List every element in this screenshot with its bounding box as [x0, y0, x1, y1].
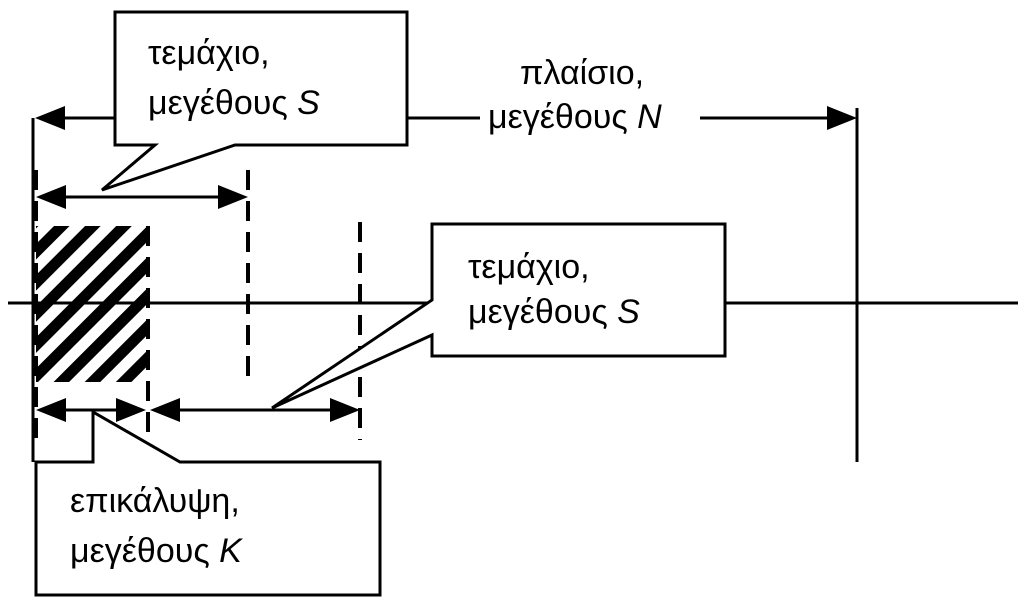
overlap-label-line1: επικάλυψη, — [70, 482, 240, 520]
overlap-hatched-region — [36, 226, 146, 382]
frame-label: πλαίσιο, μεγέθους N — [480, 48, 700, 148]
segment-right-label-line1: τεμάχιο, — [468, 248, 590, 286]
overlap-label-line2: μεγέθους K — [70, 532, 243, 570]
frame-arrowhead-left — [35, 106, 65, 130]
overlap-callout: επικάλυψη, μεγέθους K — [34, 409, 382, 597]
frame-size-arrow — [35, 106, 857, 130]
segment-right-callout: τεμάχιο, μεγέθους S — [271, 222, 727, 410]
overlap-size-arrow — [36, 398, 146, 422]
frame-label-line1: πλαίσιο, — [520, 54, 644, 92]
segment-top-label-line1: τεμάχιο, — [148, 34, 270, 72]
segment2-size-arrow — [150, 398, 360, 422]
segment1-size-arrow — [36, 185, 248, 209]
frame-arrowhead-right — [827, 106, 857, 130]
segment-right-label-line2: μεγέθους S — [468, 293, 640, 331]
segment-top-label-line2: μεγέθους S — [148, 84, 320, 122]
segment-top-callout: τεμάχιο, μεγέθους S — [101, 10, 409, 192]
frame-label-line2: μεγέθους N — [488, 98, 662, 136]
